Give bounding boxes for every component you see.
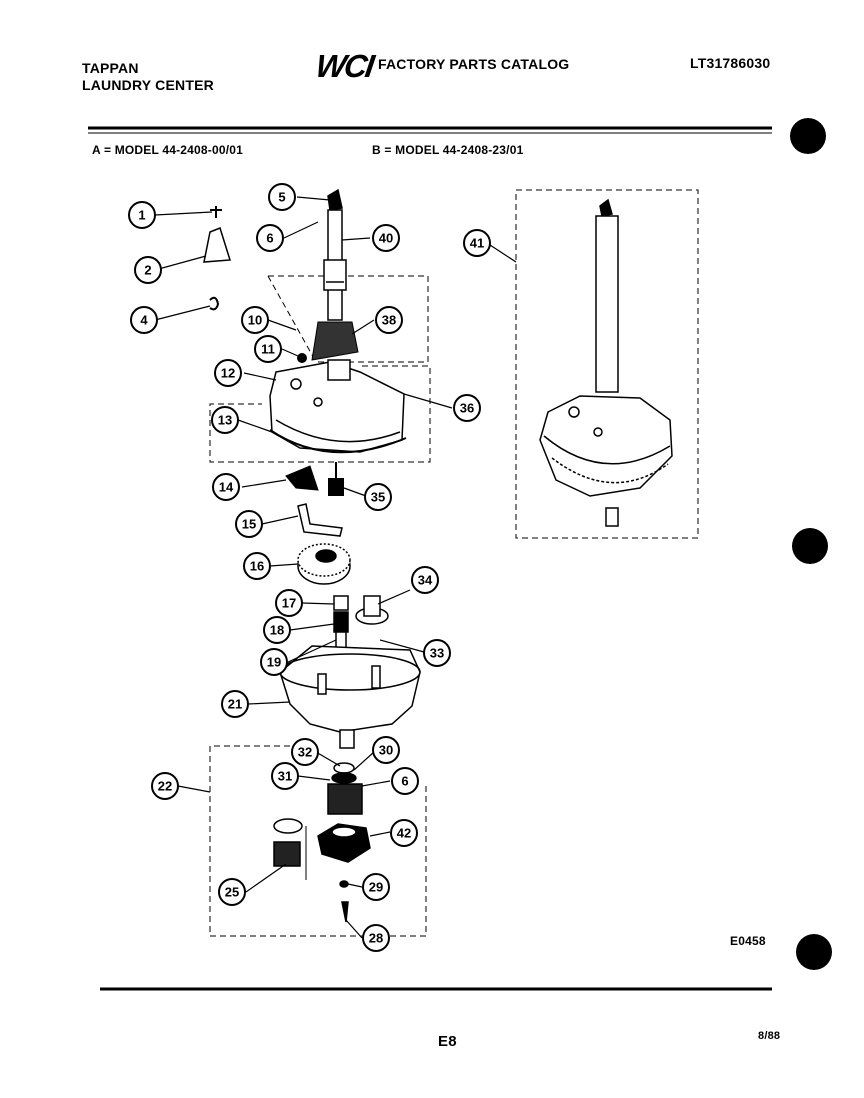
part-22-seal-kit (273, 762, 371, 923)
callout-label: 31 (278, 769, 292, 784)
part-41-transmission-assembly (539, 198, 673, 527)
callout-38: 38 (375, 306, 403, 334)
callout-16: 16 (243, 552, 271, 580)
callout-label: 22 (158, 779, 172, 794)
callout-label: 4 (140, 313, 148, 328)
group-box-38 (268, 275, 429, 363)
brand-line-1: TAPPAN (82, 60, 139, 76)
callout-label: 11 (261, 342, 275, 357)
part-16-gear (297, 543, 351, 585)
callout-label: 19 (267, 655, 281, 670)
part-11-nut (297, 353, 307, 363)
callout-label: 16 (250, 559, 264, 574)
group-box-22 (209, 745, 427, 937)
callout-22: 22 (151, 772, 179, 800)
callout-label: 2 (144, 263, 151, 278)
model-a-label: A = MODEL 44-2408-00/01 (92, 143, 244, 157)
callout-label: 21 (228, 697, 242, 712)
part-4-clip (209, 296, 220, 311)
callout-label: 38 (382, 313, 396, 328)
callout-label: 1 (138, 208, 145, 223)
date-code: 8/88 (758, 1030, 781, 1042)
callout-40: 40 (372, 224, 400, 252)
callout-2: 2 (134, 256, 162, 284)
callout-14: 14 (212, 473, 240, 501)
callout-label: 30 (379, 743, 393, 758)
callout-42: 42 (390, 819, 418, 847)
callout-29: 29 (362, 873, 390, 901)
callout-label: 18 (270, 623, 284, 638)
brand-line-2: LAUNDRY CENTER (82, 77, 214, 93)
binder-hole-bottom (796, 934, 832, 970)
callout-label: 35 (371, 490, 385, 505)
callout-31: 31 (271, 762, 299, 790)
model-b-label: B = MODEL 44-2408-23/01 (372, 143, 524, 157)
part-38-boot (311, 321, 359, 361)
callout-13: 13 (211, 406, 239, 434)
callout-label: 6 (401, 774, 408, 789)
part-13-gasket (269, 429, 407, 454)
part-34-gear (355, 595, 389, 625)
callout-label: 29 (369, 880, 383, 895)
callout-30: 30 (372, 736, 400, 764)
part-2-cap (203, 227, 231, 263)
callout-label: 17 (282, 596, 296, 611)
callout-21: 21 (221, 690, 249, 718)
callout-label: 14 (219, 480, 234, 495)
catalog-number: LT31786030 (690, 55, 771, 71)
callout-32: 32 (291, 738, 319, 766)
callout-36: 36 (453, 394, 481, 422)
callout-label: 6 (266, 231, 273, 246)
group-box-36 (209, 365, 431, 463)
callout-label: 25 (225, 885, 239, 900)
callout-5: 5 (268, 183, 296, 211)
diagram-code: E0458 (730, 934, 766, 948)
callout-leaders (154, 196, 517, 939)
callout-34: 34 (411, 566, 439, 594)
part-21-gearcase (279, 645, 421, 749)
group-box-41 (515, 189, 699, 539)
binder-hole-middle (792, 528, 828, 564)
callout-label: 5 (278, 190, 285, 205)
callout-label: 28 (369, 931, 383, 946)
callout-label: 32 (298, 745, 312, 760)
part-40-shaft (323, 188, 347, 321)
callout-6: 6 (391, 767, 419, 795)
callout-28: 28 (362, 924, 390, 952)
callout-label: 40 (379, 231, 393, 246)
callout-15: 15 (235, 510, 263, 538)
catalog-title: FACTORY PARTS CATALOG (378, 56, 570, 72)
callout-label: 41 (470, 236, 484, 251)
callout-1: 1 (128, 201, 156, 229)
callout-17: 17 (275, 589, 303, 617)
callout-label: 15 (242, 517, 256, 532)
part-1-screw (210, 206, 222, 218)
callout-33: 33 (423, 639, 451, 667)
binder-hole-top (790, 118, 826, 154)
callout-12: 12 (214, 359, 242, 387)
part-35-pinion (328, 478, 344, 496)
callout-label: 33 (430, 646, 444, 661)
callout-4: 4 (130, 306, 158, 334)
callout-label: 36 (460, 401, 474, 416)
part-36-gearcase-cover (269, 359, 405, 453)
callout-label: 12 (221, 366, 235, 381)
callout-19: 19 (260, 648, 288, 676)
callout-11: 11 (254, 335, 282, 363)
callout-35: 35 (364, 483, 392, 511)
callout-label: 13 (218, 413, 232, 428)
callout-41: 41 (463, 229, 491, 257)
callout-label: 34 (418, 573, 433, 588)
part-15-crank (297, 503, 343, 537)
callout-18: 18 (263, 616, 291, 644)
page-code: E8 (438, 1033, 457, 1050)
callout-6: 6 (256, 224, 284, 252)
callout-25: 25 (218, 878, 246, 906)
callout-label: 42 (397, 826, 411, 841)
part-14-lever (285, 465, 319, 491)
callout-10: 10 (241, 306, 269, 334)
callout-label: 10 (248, 313, 262, 328)
